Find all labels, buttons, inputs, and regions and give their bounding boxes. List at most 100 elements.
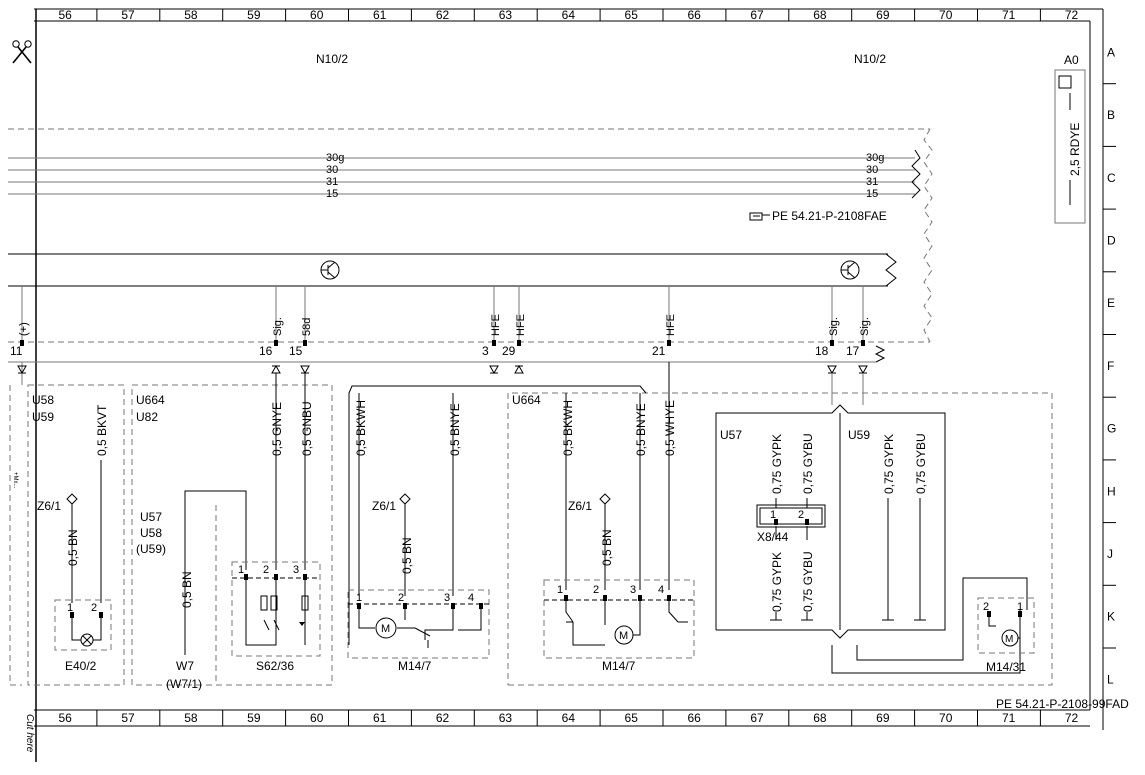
pin-number: 15 bbox=[289, 344, 303, 358]
column-label: 57 bbox=[121, 711, 135, 725]
column-label: 72 bbox=[1065, 711, 1079, 725]
wire-label: 0,5 GNBU bbox=[300, 401, 314, 456]
row-label: C bbox=[1107, 171, 1116, 185]
wire-label: 0,5 BNYE bbox=[448, 403, 462, 456]
column-label: 64 bbox=[562, 8, 576, 22]
column-label: 68 bbox=[813, 8, 827, 22]
pin-number: 18 bbox=[815, 344, 829, 358]
legend-code: A0 bbox=[1064, 53, 1079, 67]
bus-labels-right: 30g 30 31 15 bbox=[866, 152, 884, 200]
variant-label: U57 bbox=[720, 428, 742, 442]
row-label: H bbox=[1107, 484, 1116, 498]
wire-label: 0,5 BN bbox=[66, 529, 80, 566]
bus-label: 30g bbox=[326, 152, 344, 164]
grid-frame bbox=[34, 8, 1104, 762]
wire-label: 0,75 GYBU bbox=[801, 551, 815, 612]
transistor-icon bbox=[840, 260, 860, 280]
column-label: 62 bbox=[436, 711, 450, 725]
ground-label: Z6/1 bbox=[37, 499, 61, 513]
bus-label: 30g bbox=[866, 152, 884, 164]
column-label: 69 bbox=[876, 8, 890, 22]
pin-signal: HFE bbox=[490, 314, 502, 336]
ground-icon bbox=[599, 493, 611, 590]
conn-pin: 2 bbox=[263, 564, 269, 576]
variant-label: (U59) bbox=[136, 542, 166, 556]
wire-label: 0,75 GYPK bbox=[770, 434, 784, 494]
conn-pin: 2 bbox=[593, 584, 599, 596]
bus-label: 30 bbox=[866, 164, 878, 176]
wire-label: 0,75 GYBU bbox=[914, 433, 928, 494]
lamp-icon bbox=[80, 633, 94, 647]
column-label: 59 bbox=[247, 8, 261, 22]
legend-wire: 2,5 RDYE bbox=[1068, 123, 1082, 176]
module-boundary bbox=[8, 128, 933, 343]
motor-icon: M bbox=[375, 617, 397, 639]
pin-signal: HFE bbox=[515, 314, 527, 336]
wire-label: 0,75 GYPK bbox=[882, 434, 896, 494]
pin-signal: HFE bbox=[665, 314, 677, 336]
conn-pin: 2 bbox=[91, 602, 97, 614]
bus-labels-left: 30g 30 31 15 bbox=[326, 152, 344, 200]
column-label: 63 bbox=[499, 711, 513, 725]
side-mark-label: +Mx... bbox=[12, 472, 18, 489]
pin-signal: Sig. bbox=[859, 317, 871, 336]
wire-label: 0,5 BN bbox=[400, 537, 414, 574]
conn-pin: 3 bbox=[444, 592, 450, 604]
pin-leads bbox=[21, 286, 864, 346]
header-n10-left: N10/2 bbox=[316, 52, 348, 66]
pin-signal: 58d bbox=[301, 318, 313, 336]
variant-label: U59 bbox=[32, 410, 54, 424]
column-label: 58 bbox=[184, 711, 198, 725]
bus-label: 31 bbox=[866, 176, 878, 188]
column-label: 60 bbox=[310, 8, 324, 22]
column-label: 66 bbox=[687, 8, 701, 22]
conn-pin: 3 bbox=[630, 584, 636, 596]
legend-box: A0 2,5 RDYE bbox=[1054, 53, 1086, 224]
wire-label: 0,5 BKWH bbox=[561, 400, 575, 456]
column-label: 70 bbox=[939, 8, 953, 22]
ground-icon bbox=[66, 493, 78, 603]
pin-signal-labels: (+) Sig. 58d HFE HFE HFE Sig. Sig. bbox=[18, 314, 871, 336]
column-label: 62 bbox=[436, 8, 450, 22]
column-label: 66 bbox=[687, 711, 701, 725]
wire-label: 0,5 BKWH bbox=[354, 400, 368, 456]
pin-signal: Sig. bbox=[272, 317, 284, 336]
conn-pin: 4 bbox=[658, 584, 664, 596]
motor-label: M bbox=[381, 623, 390, 635]
m14-31-block: 2 1 M M14/31 bbox=[831, 577, 1035, 674]
conn-pin: 4 bbox=[468, 592, 474, 604]
data-bus bbox=[8, 253, 897, 287]
pin-number: 29 bbox=[502, 344, 516, 358]
reference-text-upper[interactable]: PE 54.21-P-2108FAE bbox=[772, 209, 887, 223]
conn-pin: 1 bbox=[238, 564, 244, 576]
wire-label: 0,5 WHYE bbox=[663, 400, 677, 456]
column-label: 60 bbox=[310, 711, 324, 725]
component-label: E40/2 bbox=[65, 659, 97, 673]
motor-label: M bbox=[1005, 634, 1013, 645]
variant-label: U664 bbox=[512, 393, 541, 407]
column-label: 67 bbox=[750, 711, 764, 725]
variant-label: U58 bbox=[32, 393, 54, 407]
column-label: 65 bbox=[625, 711, 639, 725]
header-n10-right: N10/2 bbox=[854, 52, 886, 66]
conn-pin: 2 bbox=[798, 509, 804, 521]
component-label: M14/7 bbox=[602, 659, 636, 673]
reference-link-upper[interactable]: PE 54.21-P-2108FAE bbox=[749, 209, 887, 223]
wire-label: 0,5 BN bbox=[600, 529, 614, 566]
pin-signal: Sig. bbox=[828, 317, 840, 336]
column-label: 57 bbox=[121, 8, 135, 22]
conn-pin: 2 bbox=[983, 601, 989, 613]
u57-u59-block: U57 U59 0,75 GYPK 0,75 GYBU 0,75 GYPK 0,… bbox=[715, 404, 946, 639]
bus-label: 31 bbox=[326, 176, 338, 188]
column-label: 71 bbox=[1002, 711, 1016, 725]
reference-text-footer[interactable]: PE 54.21-P-2108-99FAD bbox=[996, 697, 1129, 711]
row-label: B bbox=[1107, 108, 1115, 122]
pin-number: 16 bbox=[259, 344, 273, 358]
motor-icon: M bbox=[614, 625, 634, 645]
pointing-hand-icon bbox=[749, 212, 770, 221]
conn-pin: 2 bbox=[398, 592, 404, 604]
pin-number: 3 bbox=[482, 344, 489, 358]
row-label: F bbox=[1107, 359, 1114, 373]
